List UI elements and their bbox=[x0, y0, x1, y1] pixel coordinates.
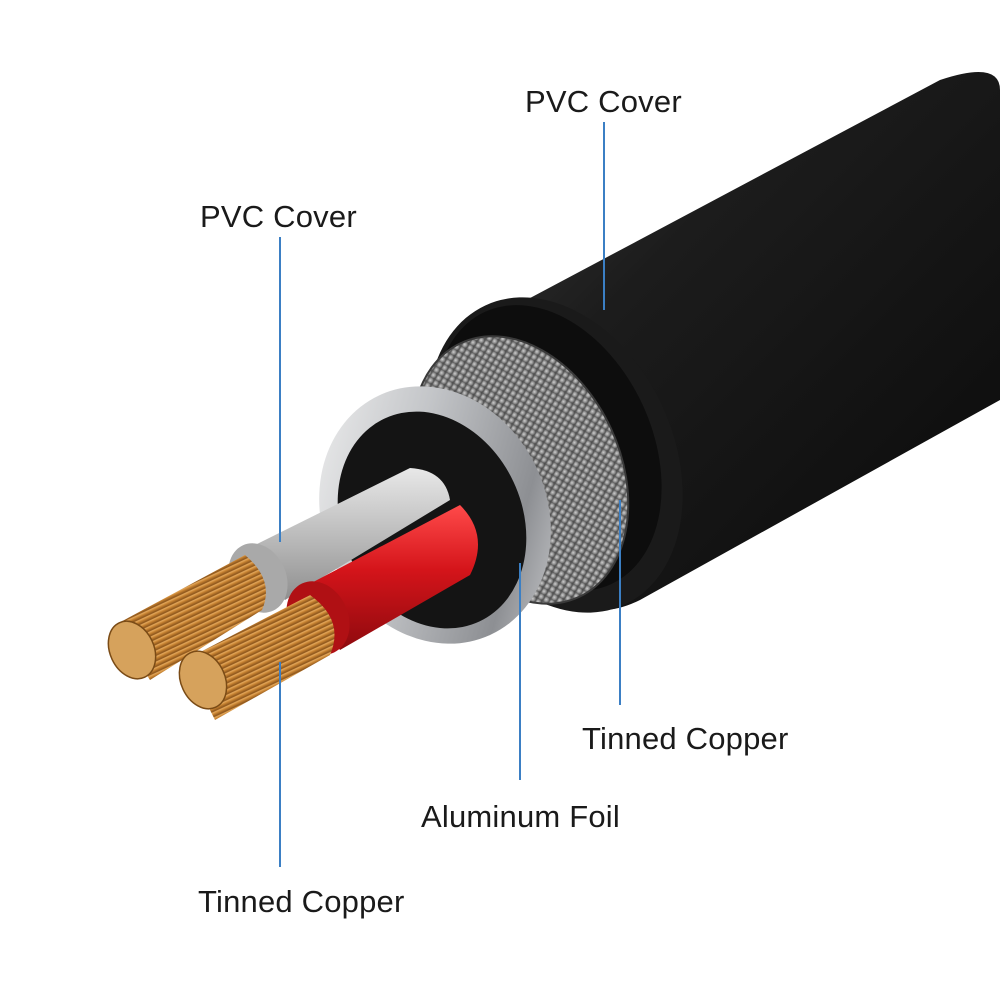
label-tinned-copper-conductor: Tinned Copper bbox=[198, 884, 405, 919]
label-outer-pvc-cover: PVC Cover bbox=[525, 84, 682, 119]
leader-tinned-copper-shield bbox=[619, 500, 621, 705]
leader-outer-pvc-cover bbox=[603, 122, 605, 310]
label-aluminum-foil: Aluminum Foil bbox=[421, 799, 620, 834]
leader-aluminum-foil bbox=[519, 563, 521, 780]
copper-strands-red-wire bbox=[178, 595, 335, 720]
label-tinned-copper-shield: Tinned Copper bbox=[582, 721, 789, 756]
copper-strands-grey-wire bbox=[107, 555, 266, 680]
leader-tinned-copper-conductor bbox=[279, 662, 281, 867]
leader-inner-pvc-cover bbox=[279, 237, 281, 542]
label-inner-pvc-cover: PVC Cover bbox=[200, 199, 357, 234]
